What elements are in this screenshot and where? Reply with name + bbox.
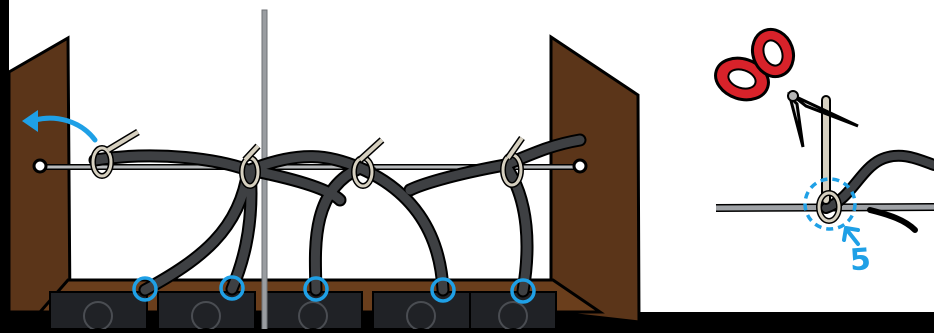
- scissors-icon: [714, 27, 859, 148]
- fan-row: [49, 291, 557, 331]
- fan: [469, 291, 557, 330]
- highlight-circle: [303, 276, 329, 302]
- zip-tie: [351, 137, 385, 189]
- left-border: [0, 0, 9, 329]
- left-side-panel: [7, 35, 72, 314]
- cables: [88, 133, 587, 298]
- fan: [157, 291, 256, 330]
- right-side-panel: [549, 34, 641, 324]
- highlight-circle: [510, 278, 536, 304]
- step-number: 5: [848, 241, 873, 279]
- fan: [264, 291, 363, 330]
- zip-tie: [500, 135, 525, 188]
- fan: [49, 291, 148, 330]
- connector-highlights: [132, 275, 536, 304]
- zip-tie: [239, 143, 261, 189]
- highlight-circle: [430, 277, 456, 303]
- highlight-circle: [219, 275, 245, 301]
- eyelet-left: [32, 158, 48, 174]
- curved-arrow-icon: [22, 110, 98, 143]
- highlight-circle: [132, 276, 158, 302]
- detail-highlight-circle: [803, 177, 857, 231]
- pointer-arrow-icon: [842, 226, 860, 246]
- zip-tie: [90, 128, 140, 179]
- fan: [372, 291, 471, 330]
- detail-panel: [715, 95, 934, 246]
- eyelet-right: [572, 158, 588, 174]
- zip-ties: [90, 128, 525, 189]
